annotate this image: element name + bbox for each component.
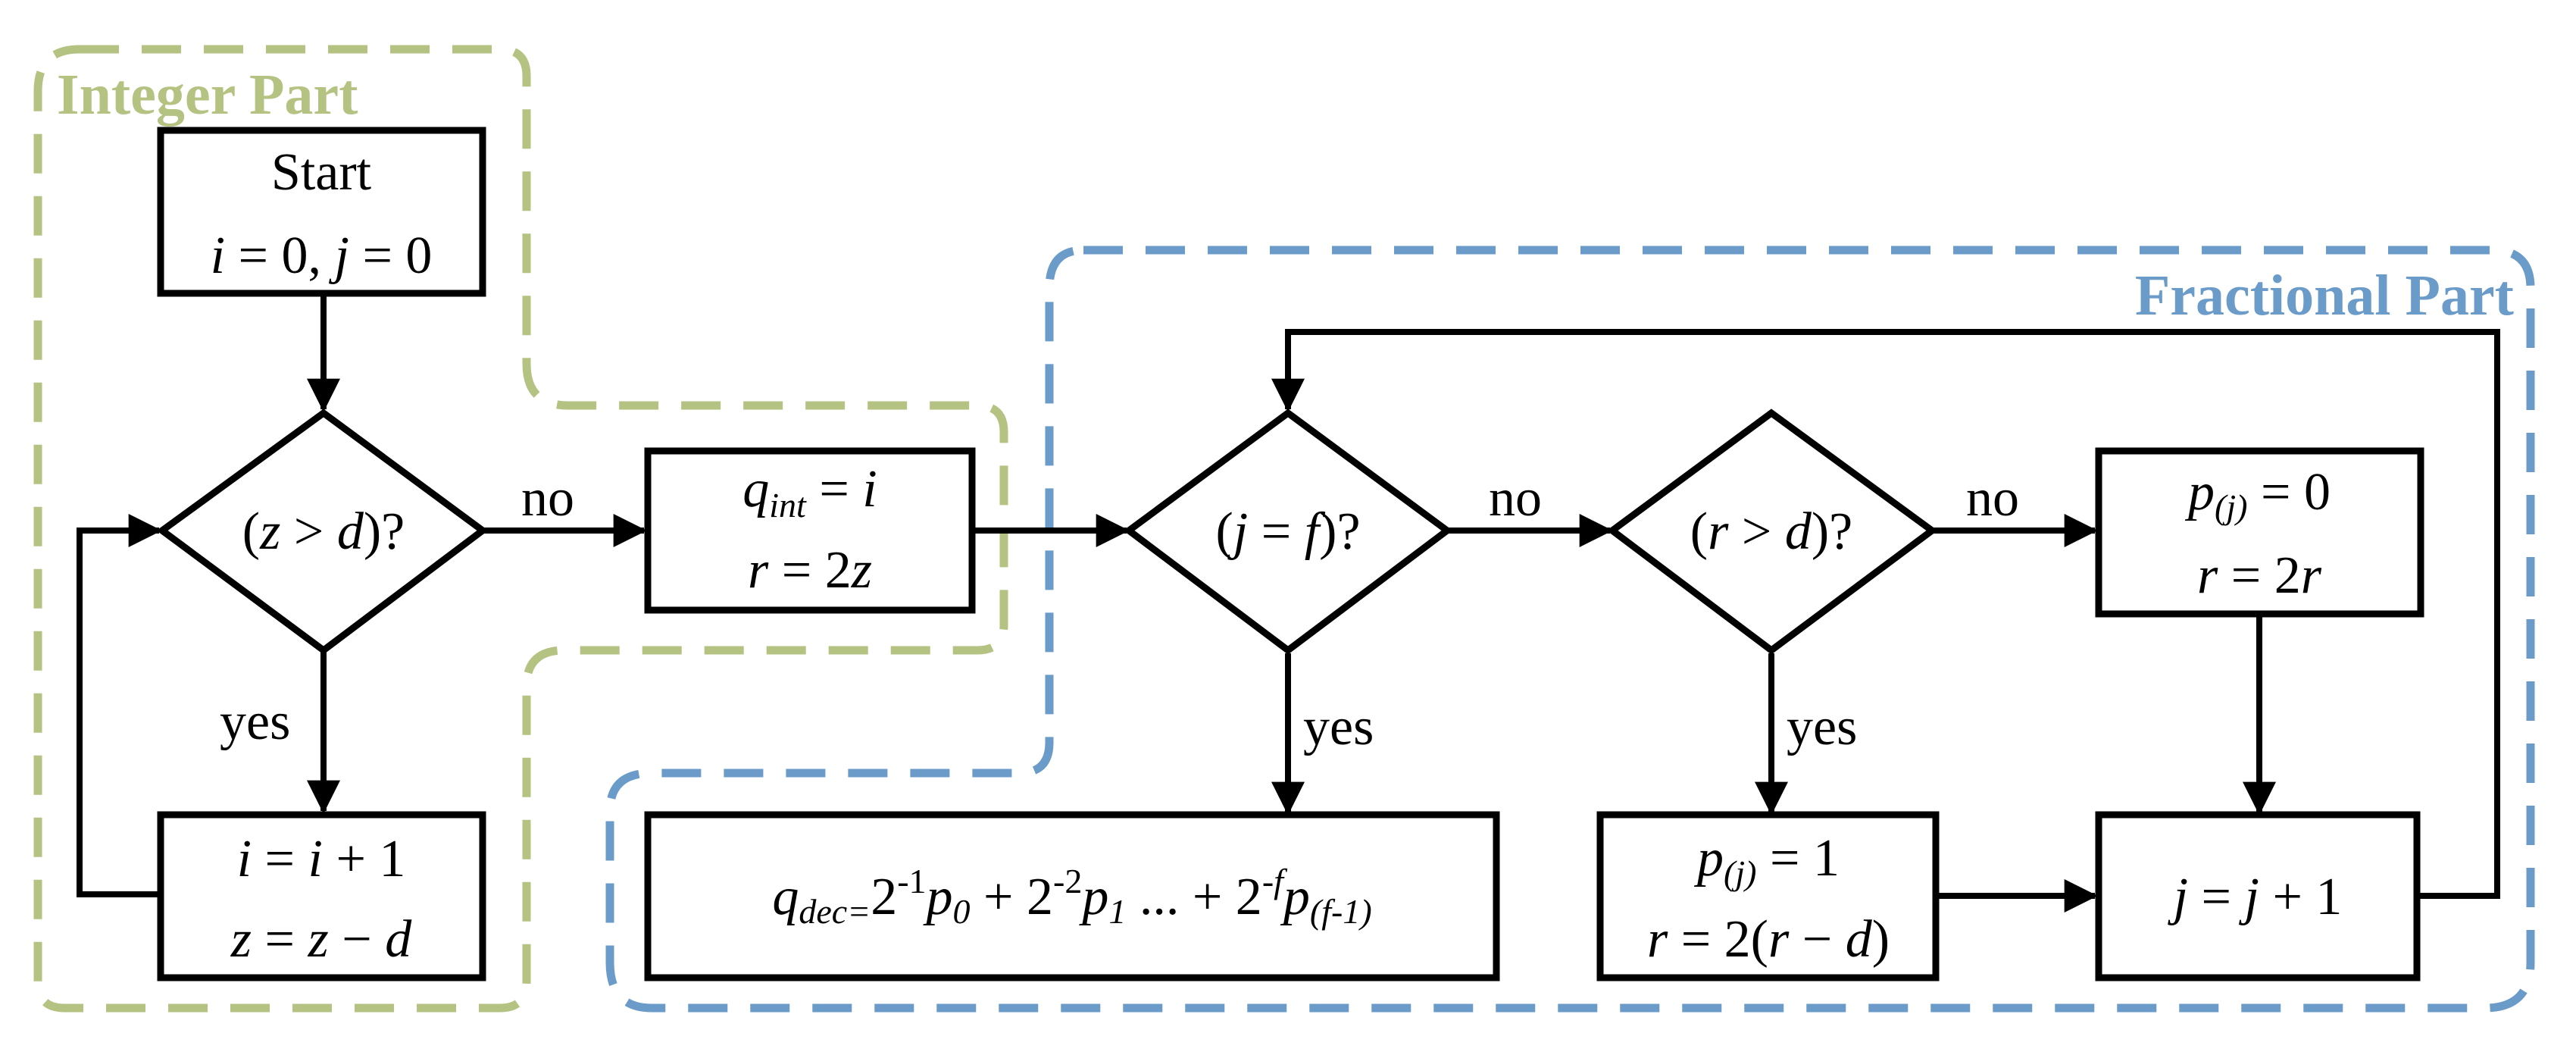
svg-text:p(j) = 1: p(j) = 1	[1693, 829, 1840, 892]
p-zero-node: p(j) = 0 r = 2r	[2095, 447, 2424, 618]
increment-j-node: j = j + 1	[2095, 811, 2421, 981]
edge-inc-i-loop	[77, 514, 162, 897]
svg-text:(j = f)?: (j = f)?	[1215, 502, 1360, 561]
label-yes-3: yes	[1787, 698, 1857, 756]
label-yes-2: yes	[1303, 698, 1374, 756]
svg-text:i = 0, j = 0: i = 0, j = 0	[211, 227, 433, 285]
qdec-node: qdec=2-1p0 + 2-2p1 ... + 2-fp(f-1)	[644, 811, 1500, 981]
label-no-3: no	[1966, 469, 2019, 528]
svg-text:r = 2r: r = 2r	[2197, 546, 2322, 605]
p-one-node: p(j) = 1 r = 2(r − d)	[1596, 811, 1940, 981]
integer-part-title: Integer Part	[57, 63, 358, 127]
svg-text:qint = i: qint = i	[742, 460, 877, 524]
svg-text:i = i + 1: i = i + 1	[237, 830, 406, 888]
svg-text:r = 2(r − d): r = 2(r − d)	[1647, 910, 1890, 969]
fractional-part-title: Fractional Part	[2135, 264, 2514, 327]
qint-node: qint = i r = 2z	[644, 447, 976, 614]
increment-i-node: i = i + 1 z = z − d	[157, 811, 486, 981]
svg-text:p(j) = 0: p(j) = 0	[2184, 463, 2331, 526]
svg-text:r = 2z: r = 2z	[748, 541, 872, 600]
svg-text:(r > d)?: (r > d)?	[1690, 502, 1852, 561]
svg-text:j = j + 1: j = j + 1	[2168, 868, 2343, 926]
label-yes-1: yes	[220, 693, 290, 751]
decision-z-gt-d: (z > d)?	[156, 409, 489, 655]
decision-j-eq-f: (j = f)?	[1123, 409, 1453, 655]
edge-inc-j-loop	[1271, 329, 2500, 899]
svg-text:(z > d)?: (z > d)?	[242, 502, 405, 561]
svg-text:Start: Start	[271, 143, 372, 202]
svg-text:qdec=2-1p0 + 2-2p1 ... + 2-fp(: qdec=2-1p0 + 2-2p1 ... + 2-fp(f-1)	[772, 862, 1371, 931]
start-node: Start i = 0, j = 0	[157, 127, 486, 297]
decision-r-gt-d: (r > d)?	[1606, 409, 1938, 655]
fractional-part-region	[605, 246, 2535, 1013]
label-no-1: no	[521, 469, 574, 528]
edges	[77, 296, 2500, 913]
svg-text:z = z − d: z = z − d	[230, 910, 412, 969]
integer-part-region	[33, 45, 1008, 1013]
label-no-2: no	[1489, 469, 1542, 528]
